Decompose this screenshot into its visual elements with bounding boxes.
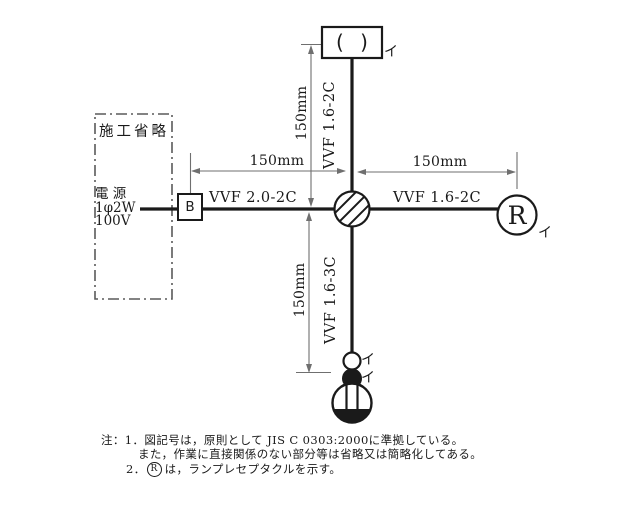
construction-omitted-box: [94, 113, 173, 300]
dimension-label-right: 150mm: [412, 154, 468, 170]
ceiling-rosette-tag: イ: [384, 44, 398, 60]
dimension-lines: [189, 43, 518, 374]
lamp-receptacle-tag: イ: [538, 225, 552, 241]
power-source-line3: 100V: [95, 213, 131, 229]
dimension-arrowheads: [191, 45, 516, 373]
construction-omitted-label: 施工省略: [99, 124, 169, 140]
cable-label-bottom: VVF 1.6-3C: [323, 256, 339, 344]
dimension-label-left: 150mm: [249, 153, 305, 169]
lamp-receptacle-symbol: [496, 194, 538, 236]
cable-label-right: VVF 1.6-2C: [393, 190, 481, 206]
lamp-receptacle-label: R: [507, 200, 527, 230]
note-line-1: 注：1．図記号は，原則として JIS C 0303:2000に準拠している。: [101, 433, 464, 447]
power-source-line2: 1φ2W: [95, 199, 136, 216]
note-item2-text: は，ランプレセプタクルを示す。: [164, 462, 342, 476]
outlet-symbol: [331, 382, 373, 424]
dimension-label-top: 150mm: [294, 85, 310, 141]
pilot-lamp-tag: イ: [361, 352, 375, 368]
pilot-lamp-symbol: [342, 351, 362, 371]
breaker-label: B: [185, 199, 195, 215]
power-source-label: 電 源 1φ2W 100V: [95, 188, 136, 229]
cable-label-left: VVF 2.0-2C: [209, 190, 297, 206]
dimension-label-bottom: 150mm: [292, 262, 308, 318]
switch-tag: イ: [361, 370, 375, 386]
ceiling-rosette-symbol: [320, 25, 384, 60]
note-item2-number: 2．: [126, 462, 146, 476]
note-line-3: 2． R は，ランプレセプタクルを示す。: [126, 461, 341, 477]
cable-label-top: VVF 1.6-2C: [322, 81, 338, 169]
circled-r-symbol: R: [146, 461, 162, 477]
note-line-2: また，作業に直接関係のない部分等は省略又は簡略化してある。: [138, 447, 483, 461]
breaker-symbol: [177, 193, 203, 221]
junction-box-symbol: [333, 190, 371, 228]
ceiling-rosette-glyph: ( ): [336, 29, 373, 54]
wires: [140, 58, 499, 353]
power-source-line1: 電 源: [95, 186, 127, 202]
